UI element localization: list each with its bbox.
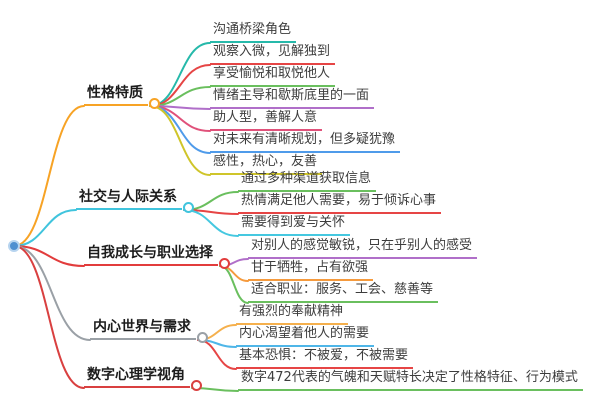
- child-node[interactable]: 有强烈的奉献精神: [236, 303, 349, 325]
- child-label: 通过多种渠道获取信息: [241, 171, 372, 186]
- branch-label: 性格特质: [87, 85, 143, 101]
- child-label: 适合职业：服务、工会、慈善等: [251, 282, 434, 297]
- root-node[interactable]: [8, 240, 20, 252]
- child-node[interactable]: 适合职业：服务、工会、慈善等: [248, 281, 439, 303]
- child-node[interactable]: 享受愉悦和取悦他人: [210, 65, 336, 87]
- branch-label: 自我成长与职业选择: [87, 245, 213, 261]
- branch-handle[interactable]: [149, 98, 160, 109]
- child-label: 有强烈的奉献精神: [239, 304, 344, 319]
- child-label: 基本恐惧：不被爱，不被需要: [239, 348, 409, 363]
- child-label: 沟通桥梁角色: [213, 22, 292, 37]
- child-node[interactable]: 助人型，善解人意: [210, 109, 323, 131]
- child-node[interactable]: 感性，热心，友善: [210, 153, 323, 175]
- branch-node-social[interactable]: 社交与人际关系: [76, 188, 194, 213]
- branch-node-numerology[interactable]: 数字心理学视角: [84, 366, 202, 391]
- child-node[interactable]: 内心渴望着他人的需要: [236, 325, 375, 347]
- child-node[interactable]: 数字472代表的气魄和天赋特长决定了性格特征、行为模式: [238, 369, 583, 391]
- branch-handle[interactable]: [197, 332, 208, 343]
- child-node[interactable]: 通过多种渠道获取信息: [238, 170, 377, 192]
- branch-curve: [13, 209, 77, 247]
- branch-label: 数字心理学视角: [87, 367, 185, 383]
- child-label: 甘于牺牲，占有欲强: [251, 260, 369, 275]
- branch-curve: [13, 245, 85, 267]
- child-label: 助人型，善解人意: [213, 110, 318, 125]
- branch-label: 内心世界与需求: [93, 319, 191, 335]
- child-node[interactable]: 情绪主导和歇斯底里的一面: [210, 87, 375, 109]
- child-label: 情绪主导和歇斯底里的一面: [213, 88, 370, 103]
- child-node[interactable]: 甘于牺牲，占有欲强: [248, 259, 374, 281]
- child-node[interactable]: 需要得到爱与关怀: [238, 214, 351, 236]
- branch-label: 社交与人际关系: [79, 189, 177, 205]
- branch-curve: [13, 245, 91, 341]
- branch-handle[interactable]: [219, 258, 230, 269]
- child-node[interactable]: 对未来有清晰规划，但多疑犹豫: [210, 131, 401, 153]
- child-label: 对别人的感觉敏锐，只在乎别人的感受: [251, 238, 473, 253]
- branch-node-growth-career[interactable]: 自我成长与职业选择: [84, 244, 230, 269]
- child-label: 享受愉悦和取悦他人: [213, 66, 331, 81]
- child-node[interactable]: 观察入微，见解独到: [210, 43, 336, 65]
- branch-curve: [13, 105, 85, 247]
- child-curve: [149, 105, 211, 176]
- child-label: 内心渴望着他人的需要: [239, 326, 370, 341]
- child-label: 热情满足他人需要，易于倾诉心事: [241, 193, 437, 208]
- child-label: 需要得到爱与关怀: [241, 215, 346, 230]
- branch-node-inner-needs[interactable]: 内心世界与需求: [90, 318, 208, 343]
- child-node[interactable]: 热情满足他人需要，易于倾诉心事: [238, 192, 442, 214]
- child-node[interactable]: 沟通桥梁角色: [210, 21, 297, 43]
- child-label: 观察入微，见解独到: [213, 44, 331, 59]
- branch-curve: [13, 245, 85, 389]
- branch-handle[interactable]: [183, 202, 194, 213]
- child-label: 对未来有清晰规划，但多疑犹豫: [213, 132, 396, 147]
- child-node[interactable]: 基本恐惧：不被爱，不被需要: [236, 347, 414, 369]
- branch-node-personality[interactable]: 性格特质: [84, 84, 160, 109]
- child-label: 感性，热心，友善: [213, 154, 318, 169]
- child-curve: [219, 265, 249, 304]
- branch-handle[interactable]: [191, 380, 202, 391]
- child-label: 数字472代表的气魄和天赋特长决定了性格特征、行为模式: [241, 370, 578, 385]
- child-node[interactable]: 对别人的感觉敏锐，只在乎别人的感受: [248, 237, 478, 259]
